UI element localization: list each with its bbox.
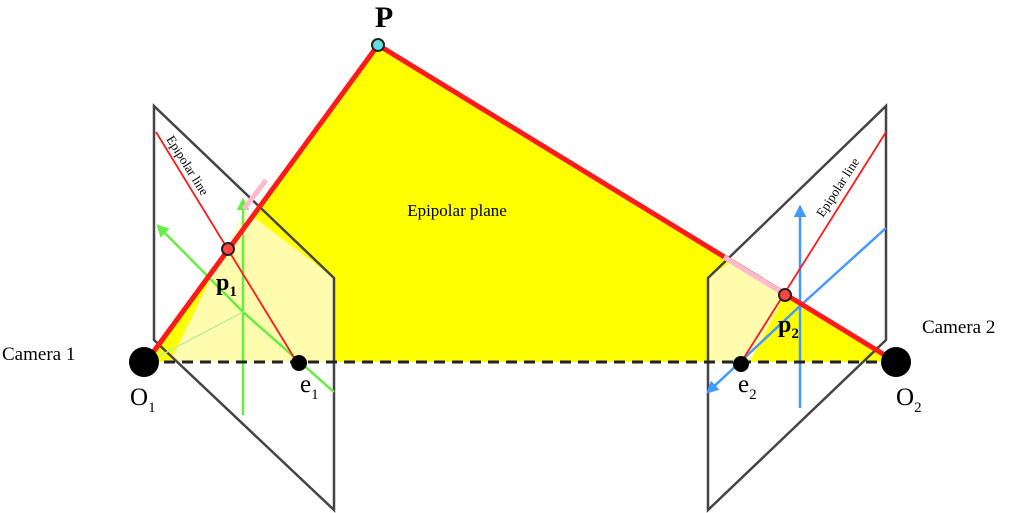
label-e1-sub: 1: [311, 387, 319, 403]
origin-O2-marker: [881, 347, 911, 377]
label-O1-main: O: [130, 384, 148, 411]
label-O2-main: O: [896, 384, 914, 411]
label-e2-sub: 2: [749, 387, 757, 403]
label-e2-main: e: [738, 371, 749, 398]
label-epipolar-line-left: Epipolar line: [163, 133, 212, 198]
point-p1-marker: [221, 242, 235, 256]
label-e1-main: e: [300, 371, 311, 398]
ray-P-O2-hidden-segment: [722, 254, 788, 298]
ray-P-to-O2: [375, 42, 899, 365]
right-epipolar-line: [739, 131, 887, 365]
label-camera-2: Camera 2: [922, 317, 995, 338]
label-p1-sub: 1: [229, 284, 237, 300]
label-O1: O1: [130, 384, 156, 416]
origin-O1-marker: [129, 347, 159, 377]
label-O2-sub: 2: [914, 400, 922, 416]
right-axis-diagonal: [799, 227, 887, 307]
ray-O1-P-hidden-segment: [242, 178, 268, 211]
label-P: P: [375, 1, 393, 34]
label-p2-main: p: [778, 312, 791, 338]
label-p1-main: p: [216, 270, 229, 296]
epipole-e1-marker: [291, 355, 307, 371]
label-O2: O2: [896, 384, 922, 416]
label-O1-sub: 1: [148, 400, 156, 416]
ray-O1-to-P: [143, 42, 381, 365]
left-axis-horizontal: [242, 311, 335, 393]
label-e1: e1: [300, 371, 319, 403]
left-axis-diagonal: [156, 224, 244, 313]
label-epipolar-plane: Epipolar plane: [407, 201, 507, 220]
epipole-e2-marker: [733, 356, 749, 372]
right-axis-to-epipole: [706, 305, 801, 394]
label-p2: p2: [778, 312, 799, 342]
label-p1: p1: [216, 270, 237, 300]
left-image-plane: [152, 103, 336, 513]
point-P-marker: [371, 38, 385, 52]
label-p2-sub: 2: [791, 326, 799, 342]
label-camera-1: Camera 1: [2, 344, 75, 365]
label-e2: e2: [738, 371, 757, 403]
right-image-plane: [706, 103, 888, 513]
left-axis-to-origin: [151, 311, 244, 361]
left-image-plane-overlap: [170, 210, 334, 362]
point-p2-marker: [778, 288, 792, 302]
right-image-plane-overlap: [708, 262, 785, 362]
